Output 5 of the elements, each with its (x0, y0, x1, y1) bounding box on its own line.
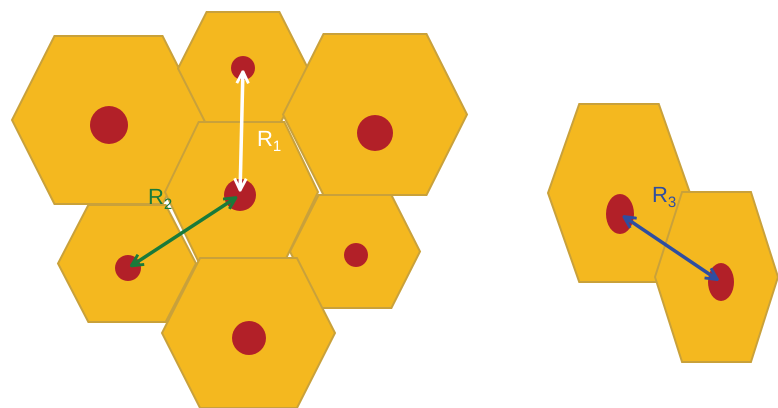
edge-label: R$_{3}$ (652, 184, 676, 210)
edge-label: R$_{1}$ (257, 128, 282, 154)
double-arrow (130, 196, 238, 268)
double-arrow (622, 215, 719, 282)
double-arrow (233, 70, 250, 192)
